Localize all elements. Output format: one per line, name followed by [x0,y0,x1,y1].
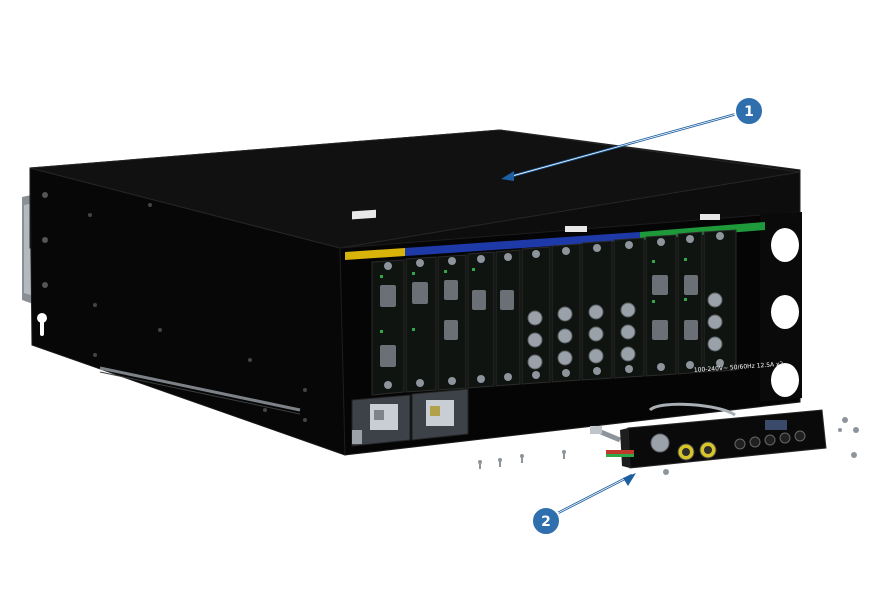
callout-2: 2 [531,473,636,536]
power-supply-modules [351,388,469,447]
rear-panel [606,409,827,469]
callout-1: 1 [501,96,764,181]
callout-number-2: 2 [541,514,551,530]
callout-badge-1 [734,96,764,126]
loose-screws [478,417,859,475]
callout-badge-2 [531,506,561,536]
keyhole [37,313,47,336]
callout-number-1: 1 [744,104,754,120]
right-rack-ear [760,212,802,402]
slot-cards: 100-240V~ 50/60Hz 12.5A x2 [371,229,784,396]
cables [590,402,736,443]
